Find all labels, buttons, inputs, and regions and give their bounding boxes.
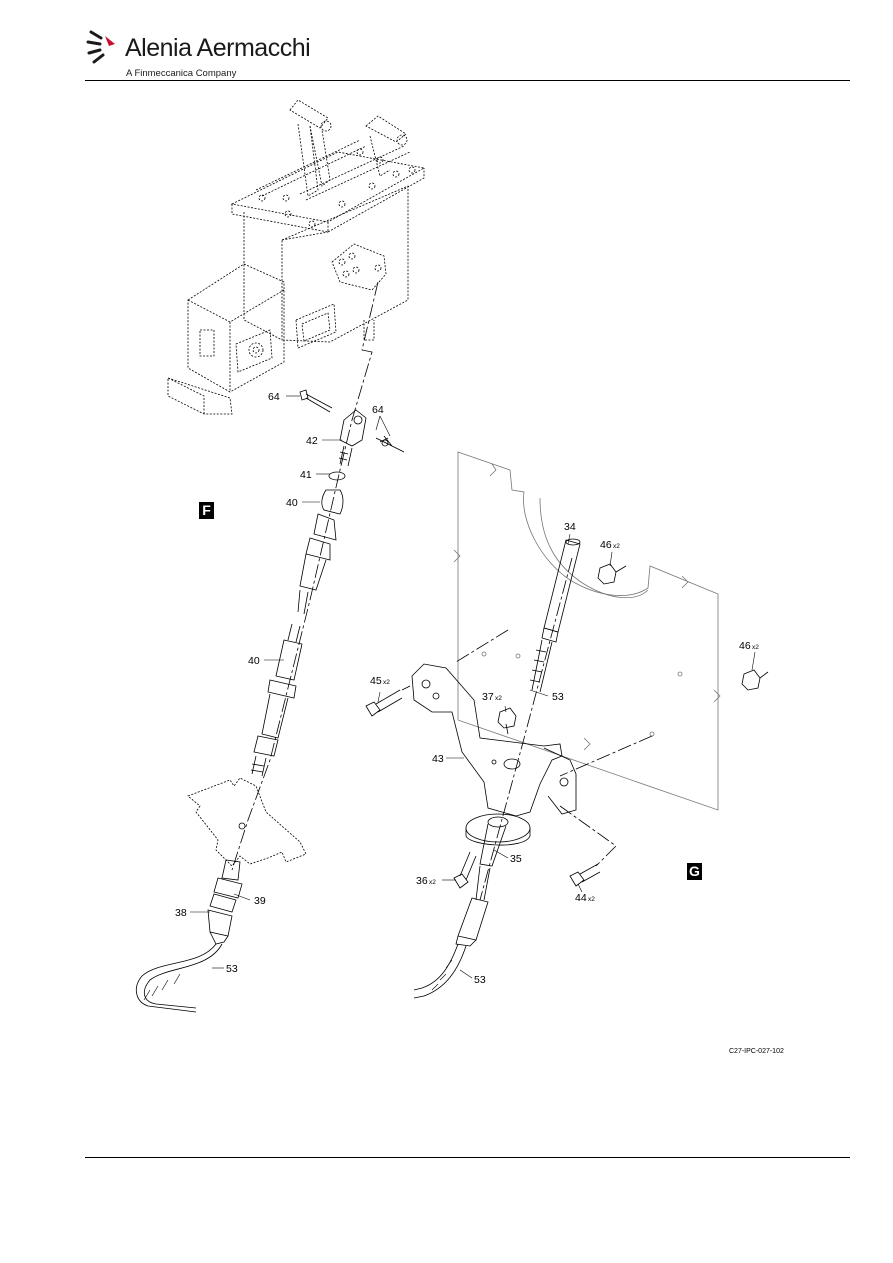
multiplier-37: x2	[495, 695, 502, 702]
callout-44: 44	[575, 892, 587, 904]
multiplier-46-right: x2	[752, 644, 759, 651]
bulkhead-g-drawing	[453, 451, 721, 811]
callout-35: 35	[510, 853, 522, 865]
cable-fitting-38-39-drawing	[207, 859, 243, 945]
page-header: Alenia Aermacchi A Finmeccanica Company	[85, 20, 850, 80]
bolt-64-drawing	[299, 389, 405, 453]
callout-41: 41	[300, 469, 312, 481]
cable-53-f-drawing	[135, 943, 223, 1013]
cable-end-40-lower-drawing	[250, 623, 303, 777]
nut-46a-drawing	[597, 563, 627, 585]
callout-64-hardware: 64	[372, 404, 384, 416]
callout-43: 43	[432, 753, 444, 765]
callout-53-g-lower: 53	[474, 974, 486, 986]
callout-45: 45	[370, 675, 382, 687]
multiplier-46-upper: x2	[613, 543, 620, 550]
callout-34: 34	[564, 521, 576, 533]
bolt-36-drawing	[453, 851, 477, 889]
callout-37: 37	[482, 691, 494, 703]
rod-34-drawing	[529, 538, 581, 693]
callout-64-bolt: 64	[268, 391, 280, 403]
throttle-quadrant-drawing	[167, 99, 426, 415]
cable-53-g-drawing	[413, 943, 467, 999]
figure-reference: C27-IPC-027-102	[729, 1048, 784, 1055]
alenia-logo-icon	[86, 30, 115, 64]
multiplier-36: x2	[429, 879, 436, 886]
centerline-g	[455, 557, 653, 901]
callout-53-f: 53	[226, 963, 238, 975]
nut-46b-drawing	[741, 669, 769, 691]
bracket-43-drawing	[411, 663, 577, 817]
header-divider	[85, 80, 850, 81]
washer-41-drawing	[328, 471, 346, 481]
callout-46-right: 46	[739, 640, 751, 652]
brand-tagline: A Finmeccanica Company	[126, 68, 237, 79]
bulkhead-plate-f-drawing	[187, 777, 307, 867]
multiplier-44: x2	[588, 896, 595, 903]
callout-38: 38	[175, 907, 187, 919]
centerline-f	[231, 281, 379, 871]
leader-lines	[190, 395, 756, 979]
callout-46-upper: 46	[600, 539, 612, 551]
footer-divider	[85, 1157, 850, 1158]
callout-40-upper: 40	[286, 497, 298, 509]
callout-42: 42	[306, 435, 318, 447]
view-g-label: G	[687, 863, 702, 880]
callout-53-g-upper: 53	[552, 691, 564, 703]
brand-name: Alenia Aermacchi	[125, 34, 311, 62]
callout-40-lower: 40	[248, 655, 260, 667]
cable-end-40-upper-drawing	[297, 489, 344, 615]
nut-37-drawing	[497, 707, 517, 735]
multiplier-45: x2	[383, 679, 390, 686]
bolt-45-drawing	[365, 685, 411, 717]
flange-35-drawing	[455, 813, 531, 947]
callout-36: 36	[416, 875, 428, 887]
callout-39: 39	[254, 895, 266, 907]
bolt-44-drawing	[569, 863, 601, 887]
view-f-label: F	[199, 502, 214, 519]
